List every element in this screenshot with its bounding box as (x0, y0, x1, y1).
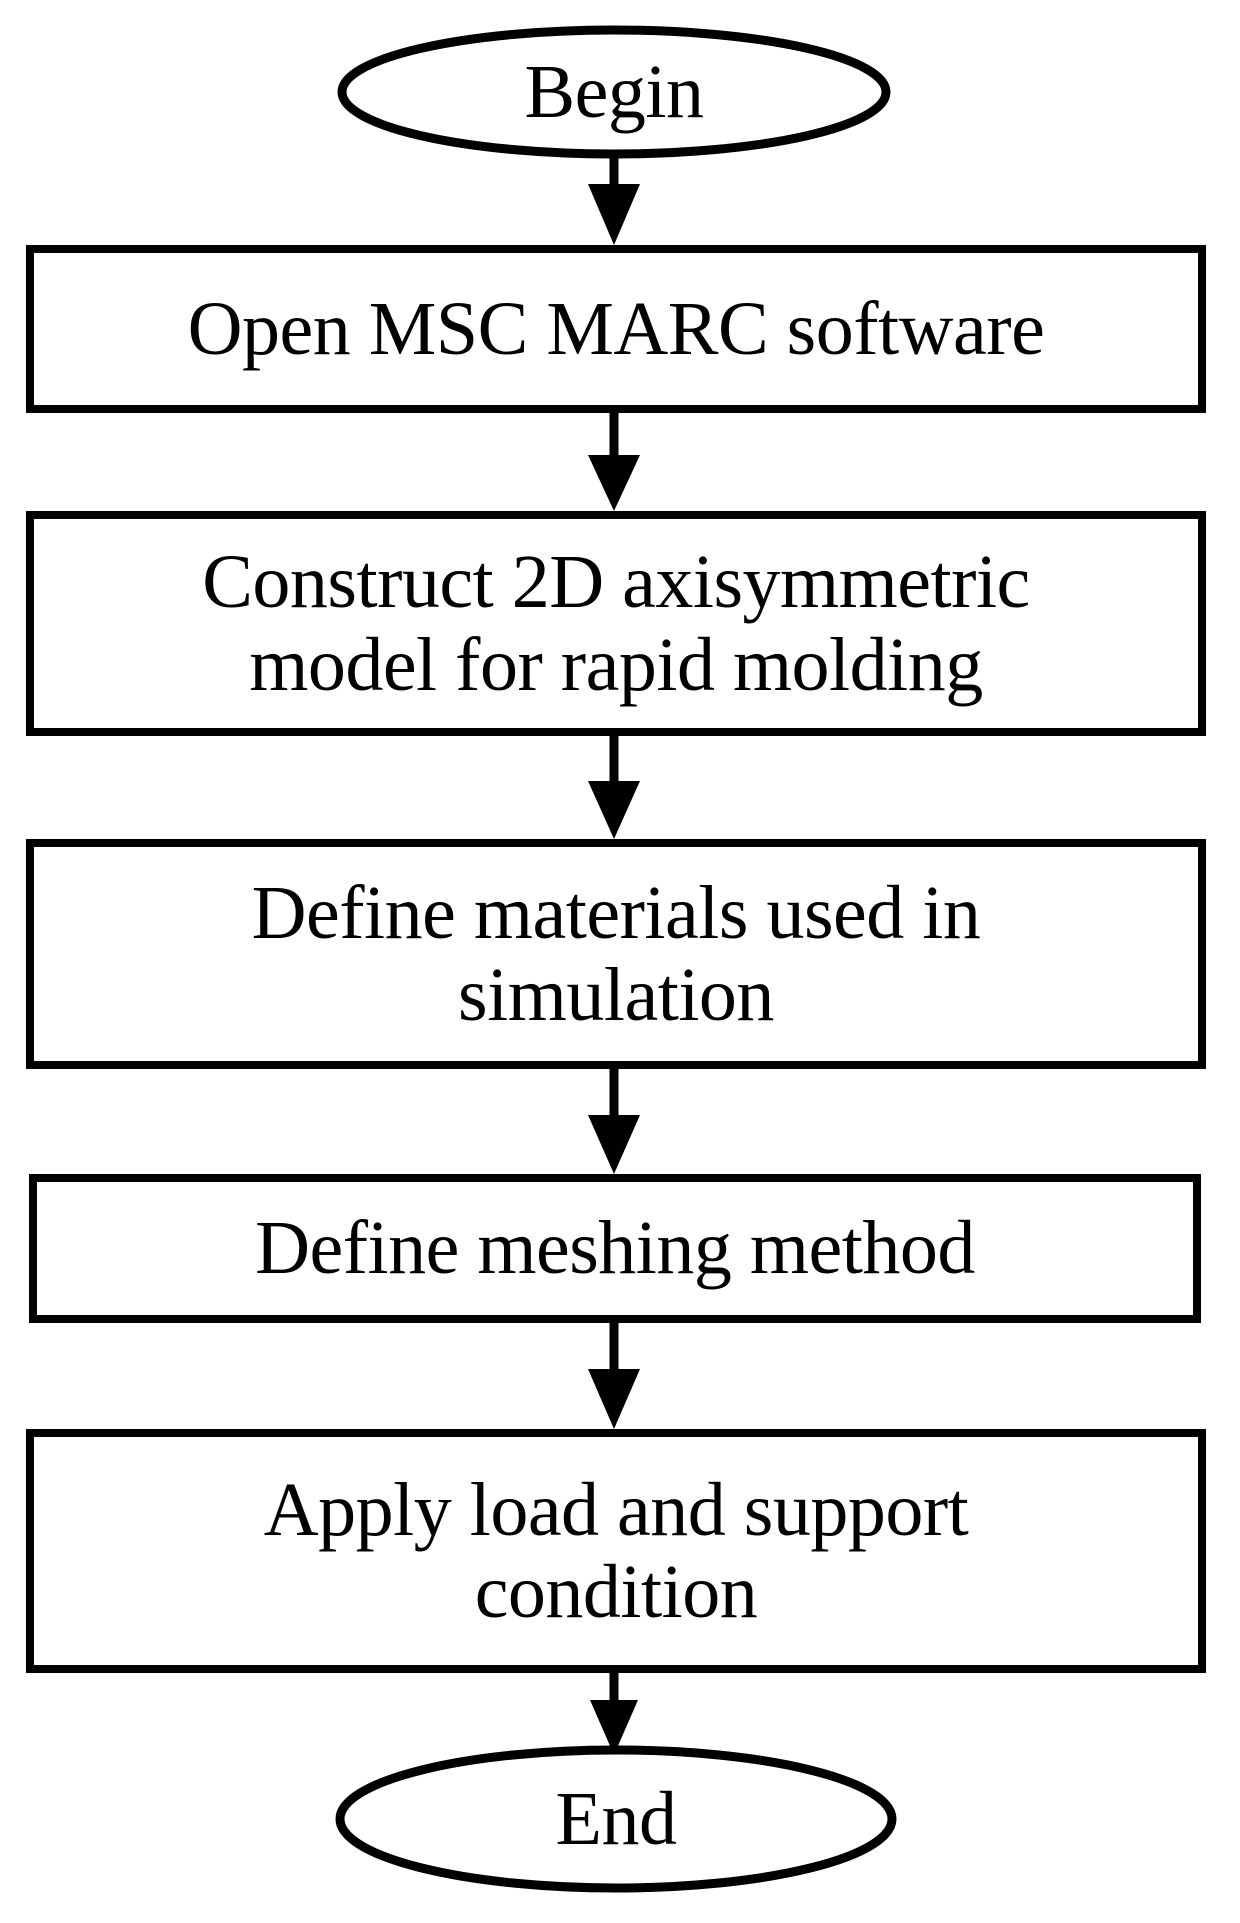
node-begin-shape[interactable] (337, 25, 891, 159)
node-open-software-shape[interactable] (26, 245, 1206, 413)
node-define-materials-shape[interactable] (26, 839, 1206, 1069)
edge-open-software-to-construct-model (588, 409, 640, 511)
node-construct-model-shape[interactable] (26, 511, 1206, 736)
node-end-shape[interactable] (335, 1745, 897, 1893)
edge-construct-model-to-define-materials (588, 732, 640, 839)
edge-apply-load-to-end (590, 1669, 638, 1755)
node-define-meshing-shape[interactable] (29, 1174, 1201, 1323)
edge-define-meshing-to-apply-load (588, 1319, 640, 1429)
node-apply-load-shape[interactable] (26, 1429, 1206, 1673)
edge-begin-to-open-software (588, 152, 640, 245)
edge-define-materials-to-define-meshing (588, 1065, 640, 1174)
